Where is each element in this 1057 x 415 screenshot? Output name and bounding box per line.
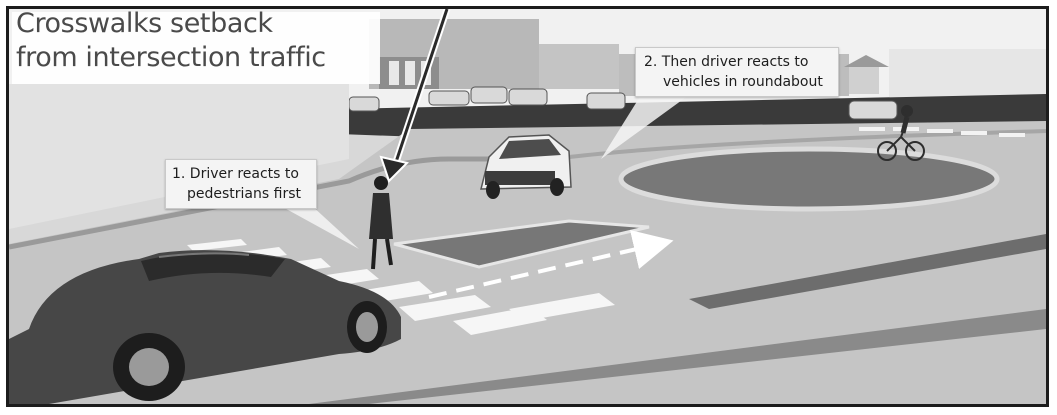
callout-2-line-2: vehicles in roundabout xyxy=(644,72,838,92)
callout-1-line-2: pedestrians first xyxy=(172,184,316,204)
roundabout-island xyxy=(621,149,997,209)
callout-1-line-1: 1. Driver reacts to xyxy=(172,164,316,184)
callout-driver-roundabout: 2. Then driver reacts to vehicles in rou… xyxy=(635,47,839,97)
illustration-frame: Crosswalks setback from intersection tra… xyxy=(6,6,1049,407)
title-box: Crosswalks setback from intersection tra… xyxy=(12,12,380,84)
callout-driver-pedestrians: 1. Driver reacts to pedestrians first xyxy=(165,159,317,209)
title-line-2: from intersection traffic xyxy=(16,42,326,73)
title-line-1: Crosswalks setback xyxy=(16,8,273,39)
callout-2-line-1: 2. Then driver reacts to xyxy=(644,52,838,72)
